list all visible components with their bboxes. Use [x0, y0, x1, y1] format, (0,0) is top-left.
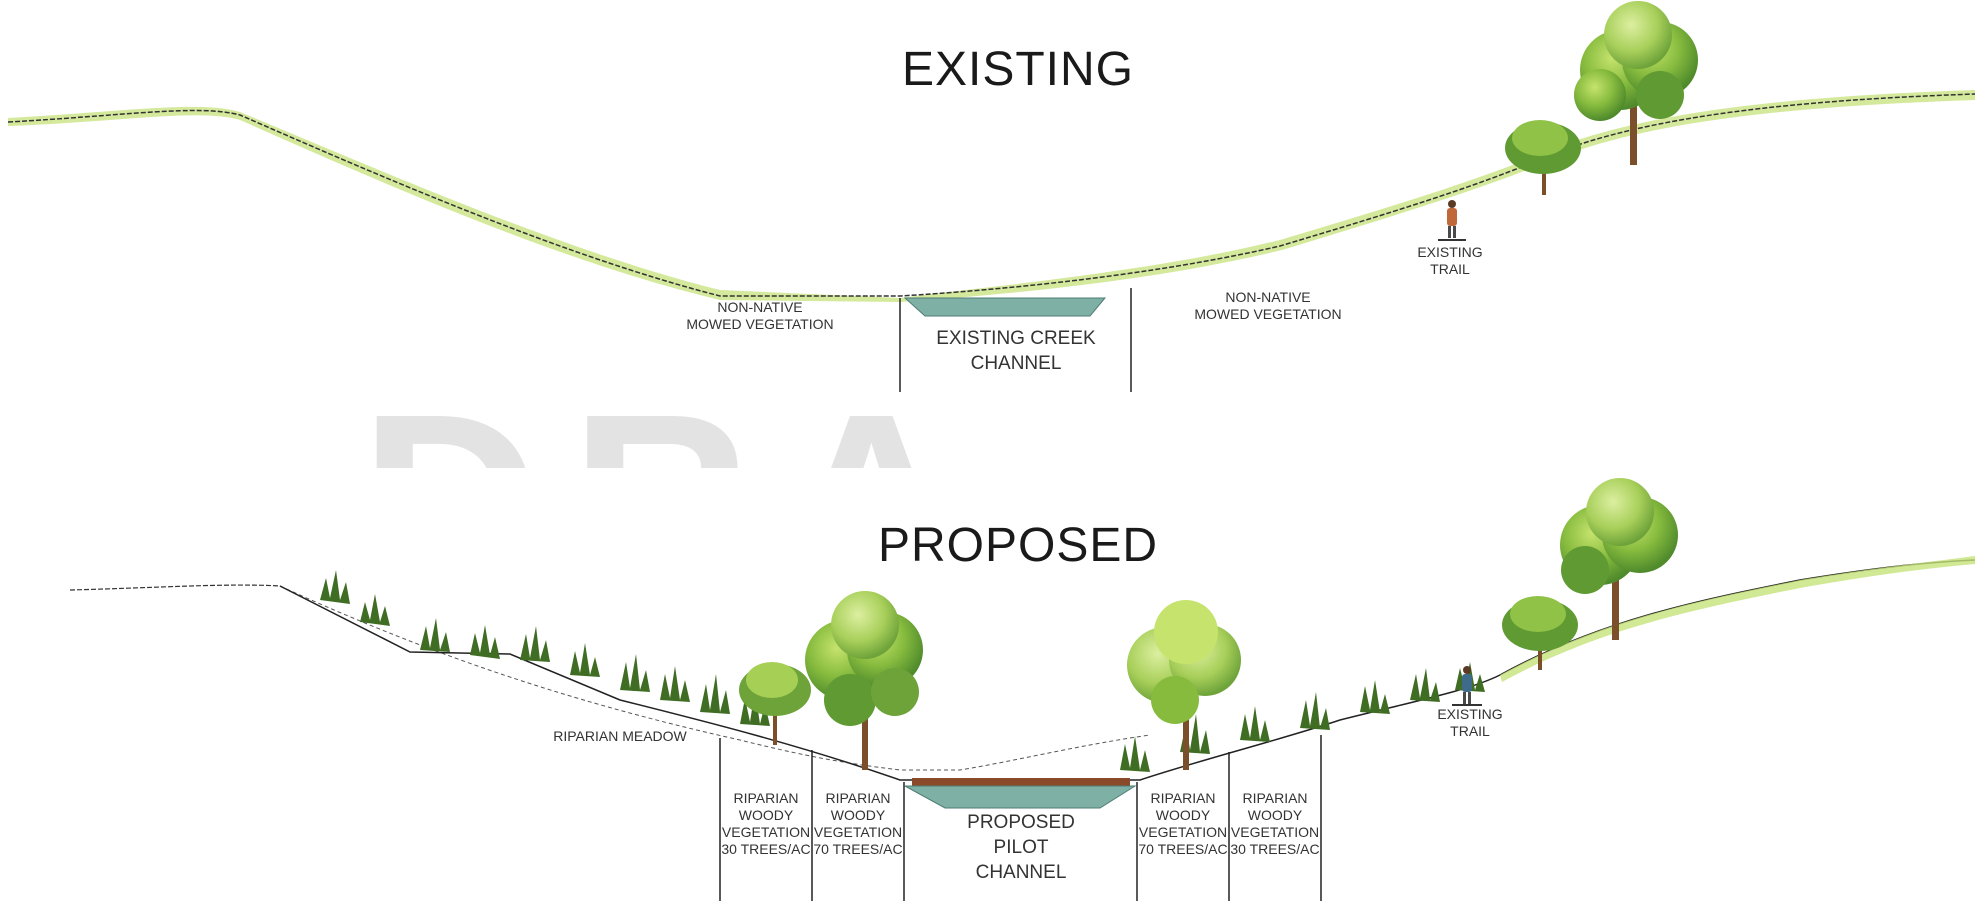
existing-section: [7, 1, 1976, 392]
existing-right-vegetation-label: NON-NATIVE MOWED VEGETATION: [1194, 289, 1342, 322]
proposed-section: [69, 478, 1976, 901]
meadow-grasses: [320, 570, 1485, 772]
proposed-tree-left-small: [739, 662, 811, 745]
watermark: DRA: [360, 392, 1340, 468]
existing-channel-label: EXISTING CREEK CHANNEL: [936, 328, 1096, 374]
proposed-original-grade: [279, 585, 1151, 771]
existing-ground-line: [7, 93, 1976, 297]
proposed-channel-label: PROPOSED PILOT CHANNEL: [967, 812, 1075, 883]
riparian-meadow-label: RIPARIAN MEADOW: [553, 728, 687, 744]
existing-left-vegetation-label: NON-NATIVE MOWED VEGETATION: [686, 299, 834, 332]
zone-right-outer-label: RIPARIAN WOODY VEGETATION 30 TREES/AC: [1230, 790, 1320, 857]
existing-tree-large: [1574, 1, 1698, 165]
existing-grass-band: [8, 90, 1975, 302]
existing-title: EXISTING: [901, 43, 1135, 96]
zone-left-inner-label: RIPARIAN WOODY VEGETATION 70 TREES/AC: [813, 790, 903, 857]
existing-tree-small: [1505, 120, 1581, 195]
zone-left-outer-label: RIPARIAN WOODY VEGETATION 30 TREES/AC: [721, 790, 811, 857]
proposed-grass-band: [1500, 556, 1975, 682]
proposed-pilot-water: [904, 785, 1137, 809]
zone-right-inner-label: RIPARIAN WOODY VEGETATION 70 TREES/AC: [1138, 790, 1228, 857]
existing-trail-label: EXISTING TRAIL: [1417, 244, 1483, 277]
proposed-upper-line: [69, 584, 281, 591]
existing-creek-water: [903, 297, 1107, 317]
proposed-rock-bed: [912, 778, 1130, 786]
proposed-title: PROPOSED: [877, 519, 1159, 572]
proposed-tree-left-large: [805, 591, 923, 770]
existing-person-icon: [1438, 200, 1466, 241]
proposed-person-icon: [1452, 666, 1482, 706]
proposed-trail-label: EXISTING TRAIL: [1437, 706, 1503, 739]
proposed-tree-upper-large: [1560, 478, 1678, 640]
proposed-tree-right: [1127, 600, 1241, 770]
proposed-tree-upper-small: [1502, 596, 1578, 670]
